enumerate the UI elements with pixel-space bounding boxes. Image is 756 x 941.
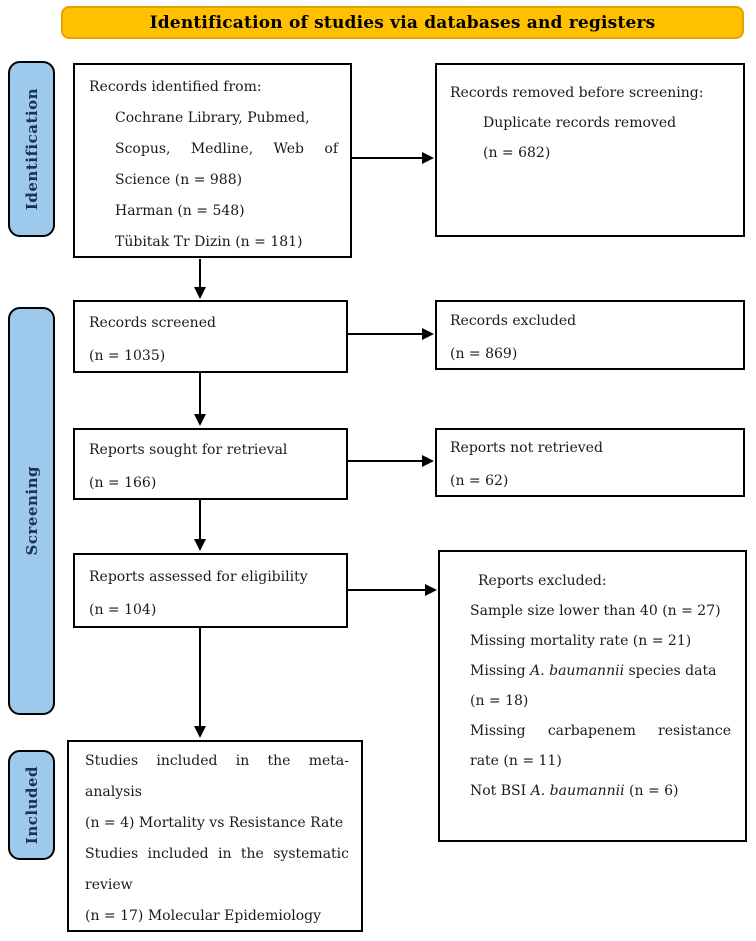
box-text-line: (n = 104) bbox=[89, 602, 157, 618]
box-records-removed: Records removed before screening: Duplica… bbox=[435, 63, 745, 237]
box-text-line: (n = 62) bbox=[450, 473, 509, 489]
box-records-excluded: Records excluded (n = 869) bbox=[435, 300, 745, 370]
box-text-line: (n = 17) Molecular Epidemiology bbox=[85, 908, 322, 924]
box-text-line: Records screened bbox=[89, 315, 216, 331]
stage-label-included-text: Included bbox=[22, 765, 41, 845]
box-text-line: Sample size lower than 40 (n = 27) bbox=[470, 603, 721, 619]
box-text-line: (n = 166) bbox=[89, 475, 157, 491]
box-text-line: Cochrane Library, Pubmed, bbox=[115, 110, 310, 126]
banner-title: Identification of studies via databases … bbox=[149, 12, 656, 33]
box-text-line: (n = 4) Mortality vs Resistance Rate bbox=[85, 815, 344, 831]
box-reports-assessed: Reports assessed for eligibility (n = 104… bbox=[73, 553, 348, 628]
box-text-line: Reports not retrieved bbox=[450, 440, 603, 456]
arrow-screened-to-excluded bbox=[348, 328, 434, 340]
box-text-line: Duplicate records removed bbox=[483, 115, 677, 131]
box-text-line: Harman (n = 548) bbox=[115, 203, 245, 219]
box-text-line: Studies included in the meta- bbox=[85, 753, 349, 769]
arrow-assessed-to-excluded bbox=[348, 584, 437, 596]
arrow-identified-to-screened bbox=[194, 259, 206, 299]
arrow-assessed-to-included bbox=[194, 628, 206, 738]
box-text-line: Reports excluded: bbox=[478, 573, 607, 589]
stage-label-identification-text: Identification bbox=[22, 87, 41, 211]
stage-label-included: Included bbox=[8, 750, 55, 860]
box-text-line: (n = 682) bbox=[483, 145, 551, 161]
box-text-line: Records identified from: bbox=[89, 79, 262, 95]
stage-label-identification: Identification bbox=[8, 61, 55, 237]
box-records-identified: Records identified from: Cochrane Library… bbox=[73, 63, 352, 258]
box-text-line: (n = 18) bbox=[470, 693, 529, 709]
box-studies-included: Studies included in the meta-analysis (n … bbox=[67, 740, 363, 932]
box-records-screened: Records screened (n = 1035) bbox=[73, 300, 348, 373]
box-reports-excluded: Reports excluded: Sample size lower than … bbox=[438, 550, 747, 842]
box-text-line: Reports sought for retrieval bbox=[89, 442, 288, 458]
arrow-sought-to-assessed bbox=[194, 500, 206, 551]
box-reports-sought: Reports sought for retrieval (n = 166) bbox=[73, 428, 348, 500]
stage-label-screening: Screening bbox=[8, 307, 55, 715]
arrow-screened-to-sought bbox=[194, 373, 206, 426]
box-text-line: Reports assessed for eligibility bbox=[89, 569, 308, 585]
box-text-line: Missing carbapenem resistance bbox=[470, 723, 731, 739]
box-text-line: Records excluded bbox=[450, 313, 577, 329]
banner: Identification of studies via databases … bbox=[61, 6, 744, 39]
box-text-line: Records removed before screening: bbox=[450, 85, 704, 101]
box-text-line: Missing A. baumannii species data bbox=[470, 663, 717, 679]
box-text-line: analysis bbox=[85, 784, 142, 800]
arrow-identified-to-removed bbox=[352, 152, 434, 164]
box-reports-not-retrieved: Reports not retrieved (n = 62) bbox=[435, 428, 745, 497]
arrow-sought-to-not-retrieved bbox=[348, 455, 434, 467]
box-text-line: review bbox=[85, 877, 133, 893]
box-text-line: Not BSI A. baumannii (n = 6) bbox=[470, 783, 679, 799]
box-text-line: rate (n = 11) bbox=[470, 753, 562, 769]
stage-label-screening-text: Screening bbox=[22, 466, 41, 556]
box-text-line: (n = 869) bbox=[450, 346, 518, 362]
box-text-line: Tübitak Tr Dizin (n = 181) bbox=[115, 234, 303, 250]
box-text-line: Scopus, Medline, Web of bbox=[115, 141, 338, 157]
box-text-line: (n = 1035) bbox=[89, 348, 166, 364]
box-text-line: Studies included in the systematic bbox=[85, 846, 349, 862]
box-text-line: Science (n = 988) bbox=[115, 172, 243, 188]
box-text-line: Missing mortality rate (n = 21) bbox=[470, 633, 692, 649]
